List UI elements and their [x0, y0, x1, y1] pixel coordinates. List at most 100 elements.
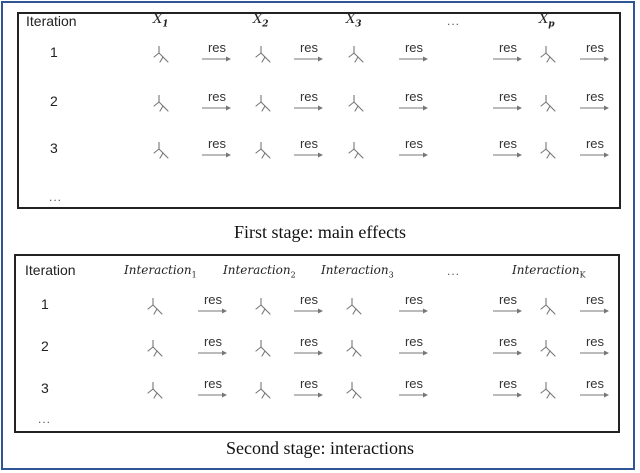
stage1-col-x3: X3 — [346, 12, 362, 30]
residual-label: res — [585, 292, 605, 307]
tree-icon — [540, 297, 556, 316]
stage2-row-number: 2 — [41, 338, 49, 354]
residual-label: res — [404, 334, 424, 349]
residual-label: res — [207, 40, 227, 55]
tree-icon — [348, 141, 364, 160]
residual-arrow: res — [202, 40, 232, 62]
tree-icon — [153, 94, 169, 113]
tree-icon — [255, 94, 271, 113]
residual-arrow: res — [294, 89, 324, 111]
tree-icon — [255, 339, 271, 358]
residual-label: res — [585, 136, 605, 151]
residual-label: res — [585, 40, 605, 55]
residual-arrow: res — [580, 334, 610, 356]
stage2-iteration-header: Iteration — [25, 262, 76, 278]
tree-icon — [147, 339, 163, 358]
tree-icon — [540, 381, 556, 400]
residual-arrow: res — [399, 376, 429, 398]
stage2-col-ellipsis: ... — [447, 264, 461, 278]
stage1-panel — [17, 12, 621, 209]
tree-icon — [348, 94, 364, 113]
tree-icon — [153, 45, 169, 64]
residual-label: res — [207, 136, 227, 151]
residual-label: res — [299, 376, 319, 391]
stage1-row-number: 1 — [50, 44, 58, 60]
stage1-caption: First stage: main effects — [233, 222, 407, 242]
residual-arrow: res — [580, 136, 610, 158]
stage2-caption: Second stage: interactions — [226, 438, 414, 458]
residual-arrow: res — [399, 136, 429, 158]
residual-arrow: res — [294, 40, 324, 62]
residual-label: res — [299, 136, 319, 151]
stage1-row-number: 3 — [50, 140, 58, 156]
residual-arrow: res — [399, 89, 429, 111]
residual-arrow: res — [198, 376, 228, 398]
stage1-more-rows: ... — [49, 190, 63, 204]
tree-icon — [540, 339, 556, 358]
tree-icon — [540, 141, 556, 160]
residual-arrow: res — [399, 334, 429, 356]
tree-icon — [348, 45, 364, 64]
residual-arrow: res — [294, 376, 324, 398]
tree-icon — [153, 141, 169, 160]
stage2-col-interaction1: Interaction1 — [124, 263, 197, 280]
stage2-col-interactionk: InteractionK — [512, 263, 586, 280]
residual-label: res — [498, 40, 518, 55]
stage1-iteration-header: Iteration — [26, 13, 77, 29]
residual-label: res — [404, 292, 424, 307]
stage2-panel — [14, 254, 620, 433]
residual-label: res — [299, 89, 319, 104]
tree-icon — [147, 381, 163, 400]
stage1-row-number: 2 — [50, 93, 58, 109]
residual-arrow: res — [493, 136, 523, 158]
residual-label: res — [203, 376, 223, 391]
residual-arrow: res — [580, 40, 610, 62]
residual-label: res — [207, 89, 227, 104]
residual-arrow: res — [294, 136, 324, 158]
residual-arrow: res — [202, 136, 232, 158]
tree-icon — [255, 45, 271, 64]
residual-label: res — [498, 376, 518, 391]
residual-label: res — [585, 334, 605, 349]
residual-arrow: res — [399, 292, 429, 314]
stage2-row-number: 3 — [41, 380, 49, 396]
residual-arrow: res — [493, 292, 523, 314]
residual-arrow: res — [580, 376, 610, 398]
tree-icon — [540, 45, 556, 64]
residual-label: res — [585, 376, 605, 391]
residual-arrow: res — [202, 89, 232, 111]
tree-icon — [346, 339, 362, 358]
residual-arrow: res — [493, 334, 523, 356]
tree-icon — [255, 297, 271, 316]
residual-arrow: res — [294, 292, 324, 314]
residual-label: res — [498, 136, 518, 151]
residual-arrow: res — [198, 334, 228, 356]
residual-arrow: res — [580, 89, 610, 111]
residual-arrow: res — [198, 292, 228, 314]
residual-label: res — [404, 376, 424, 391]
tree-icon — [255, 381, 271, 400]
residual-label: res — [299, 40, 319, 55]
residual-label: res — [498, 292, 518, 307]
tree-icon — [540, 94, 556, 113]
residual-label: res — [203, 292, 223, 307]
residual-label: res — [585, 89, 605, 104]
residual-label: res — [299, 292, 319, 307]
residual-arrow: res — [399, 40, 429, 62]
residual-label: res — [203, 334, 223, 349]
residual-label: res — [404, 89, 424, 104]
residual-arrow: res — [493, 89, 523, 111]
residual-label: res — [404, 40, 424, 55]
stage1-col-x2: X2 — [253, 12, 269, 30]
stage2-col-interaction3: Interaction3 — [321, 263, 394, 280]
residual-label: res — [299, 334, 319, 349]
stage2-row-number: 1 — [41, 296, 49, 312]
residual-arrow: res — [294, 334, 324, 356]
stage2-more-rows: ... — [38, 412, 52, 426]
residual-label: res — [498, 334, 518, 349]
residual-arrow: res — [493, 40, 523, 62]
residual-label: res — [404, 136, 424, 151]
residual-arrow: res — [580, 292, 610, 314]
tree-icon — [346, 381, 362, 400]
stage1-col-ellipsis: ... — [447, 14, 461, 28]
